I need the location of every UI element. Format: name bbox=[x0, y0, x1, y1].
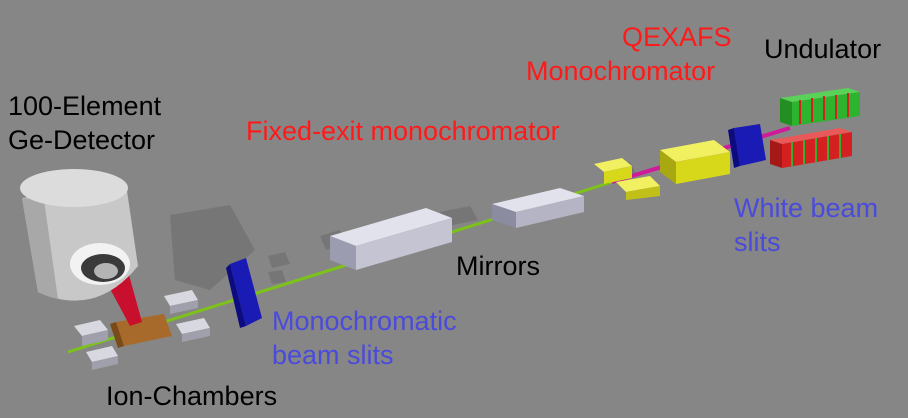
qexafs-monochromator bbox=[660, 140, 730, 184]
ion-chambers bbox=[74, 290, 210, 370]
monochromatic-slits-label-line2: beam slits bbox=[272, 340, 394, 370]
mirrors-label: Mirrors bbox=[456, 251, 540, 281]
white-beam-slits bbox=[728, 124, 766, 168]
undulator-label: Undulator bbox=[764, 34, 882, 64]
fixed-exit-monochromator-label: Fixed-exit monochromator bbox=[246, 116, 560, 146]
qexafs-label-line1: QEXAFS bbox=[622, 22, 732, 52]
detector-label-line1: 100-Element bbox=[8, 91, 162, 121]
ion-chambers-label: Ion-Chambers bbox=[106, 381, 278, 411]
detector-label-line2: Ge-Detector bbox=[8, 125, 156, 155]
mirror-2 bbox=[492, 188, 584, 228]
monochromatic-beam-slits bbox=[226, 258, 262, 328]
fixed-exit-monochromator bbox=[594, 158, 660, 200]
monochromatic-slits-label-line1: Monochromatic bbox=[272, 306, 457, 336]
mirror-1 bbox=[330, 208, 452, 270]
ge-detector bbox=[20, 169, 138, 301]
white-beam-slits-label-line2: slits bbox=[734, 227, 781, 257]
qexafs-label-line2: Monochromator bbox=[526, 56, 716, 86]
white-beam-slits-label-line1: White beam bbox=[734, 193, 879, 223]
undulator bbox=[770, 88, 860, 168]
